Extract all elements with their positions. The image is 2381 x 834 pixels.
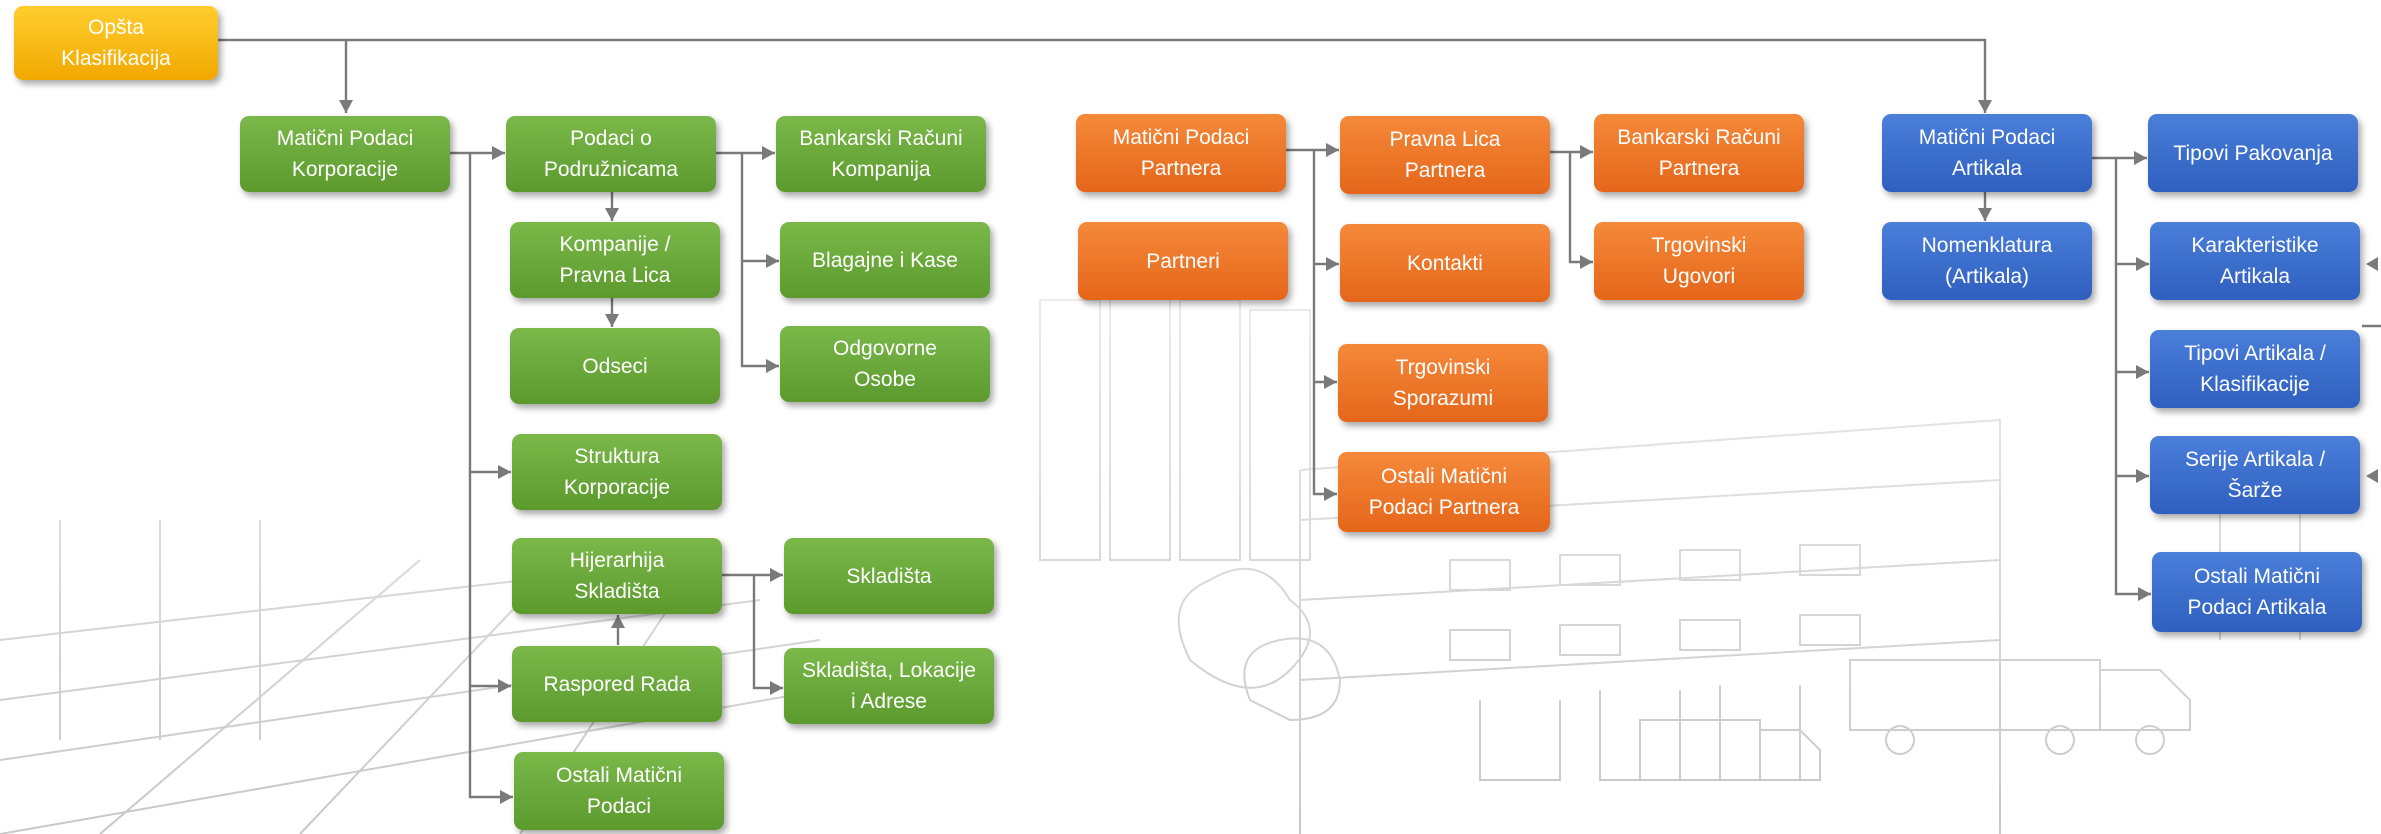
connector-arrowhead [1326,257,1339,271]
connector-line [752,575,783,690]
node-ostali-maticni-podaci: Ostali Matični Podaci [514,752,724,830]
node-maticni-podaci-korporacije: Matični Podaci Korporacije [240,116,450,192]
node-trgovinski-ugovori: Trgovinski Ugovori [1594,222,1804,300]
node-tipovi-pakovanja: Tipovi Pakovanja [2148,114,2358,192]
connector-arrowhead [1580,145,1593,159]
connector-arrowhead [1326,143,1339,157]
connector-arrowhead [611,615,625,628]
node-struktura-korporacije: Struktura Korporacije [512,434,722,510]
connector-line [2114,158,2151,596]
connector-arrowhead [2136,365,2149,379]
node-blagajne-i-kase: Blagajne i Kase [780,222,990,298]
node-kontakti: Kontakti [1340,224,1550,302]
connector-line [218,38,1987,113]
connector-arrowhead [1978,100,1992,113]
node-odseci: Odseci [510,328,720,404]
node-partneri: Partneri [1078,222,1288,300]
node-serije-artikala-sarze: Serije Artikala / Šarže [2150,436,2360,514]
connector-arrowhead [2136,257,2149,271]
connector-arrowhead [770,568,783,582]
connector-arrowhead [339,100,353,113]
node-kompanije-pravna-lica: Kompanije / Pravna Lica [510,222,720,298]
node-skladista: Skladišta [784,538,994,614]
connector-arrowhead [2134,151,2147,165]
node-ostali-maticni-podaci-artikala: Ostali Matični Podaci Artikala [2152,552,2362,632]
node-odgovorne-osobe: Odgovorne Osobe [780,326,990,402]
connector-arrowhead [2136,469,2149,483]
node-ostali-maticni-podaci-partnera: Ostali Matični Podaci Partnera [1338,452,1550,532]
node-maticni-podaci-artikala: Matični Podaci Artikala [1882,114,2092,192]
connector-arrowhead [500,790,513,804]
connector-arrowhead [766,254,779,268]
node-nomenklatura-artikala: Nomenklatura (Artikala) [1882,222,2092,300]
connector-arrowhead [2138,587,2151,601]
connector-arrowhead [1324,487,1337,501]
node-pravna-lica-partnera: Pravna Lica Partnera [1340,116,1550,194]
connector-arrowhead [605,314,619,327]
node-bankarski-racuni-partnera: Bankarski Računi Partnera [1594,114,1804,192]
connector-line [1568,152,1593,264]
connector-arrowhead [1324,375,1337,389]
connector-arrowhead [2366,257,2378,271]
connector-line [1312,150,1337,496]
connector-arrowhead [766,359,779,373]
connector-arrowhead [2366,469,2378,483]
node-maticni-podaci-partnera: Matični Podaci Partnera [1076,114,1286,192]
node-hijerarhija-skladista: Hijerarhija Skladišta [512,538,722,614]
node-opsta-klasifikacija: Opšta Klasifikacija [14,6,218,80]
node-podaci-o-podruznicama: Podaci o Podružnicama [506,116,716,192]
connector-arrowhead [1580,255,1593,269]
node-trgovinski-sporazumi: Trgovinski Sporazumi [1338,344,1548,422]
connector-arrowhead [498,679,511,693]
node-karakteristike-artikala: Karakteristike Artikala [2150,222,2360,300]
connector-arrowhead [770,681,783,695]
connector-arrowhead [605,208,619,221]
node-tipovi-artikala-klasifikacije: Tipovi Artikala / Klasifikacije [2150,330,2360,408]
connector-arrowhead [498,465,511,479]
connector-arrowhead [762,146,775,160]
node-bankarski-racuni-kompanija: Bankarski Računi Kompanija [776,116,986,192]
connector-line [468,153,513,799]
node-skladista-lokacije-adrese: Skladišta, Lokacije i Adrese [784,648,994,724]
connector-arrowhead [1978,208,1992,221]
connector-arrowhead [492,146,505,160]
node-raspored-rada: Raspored Rada [512,646,722,722]
